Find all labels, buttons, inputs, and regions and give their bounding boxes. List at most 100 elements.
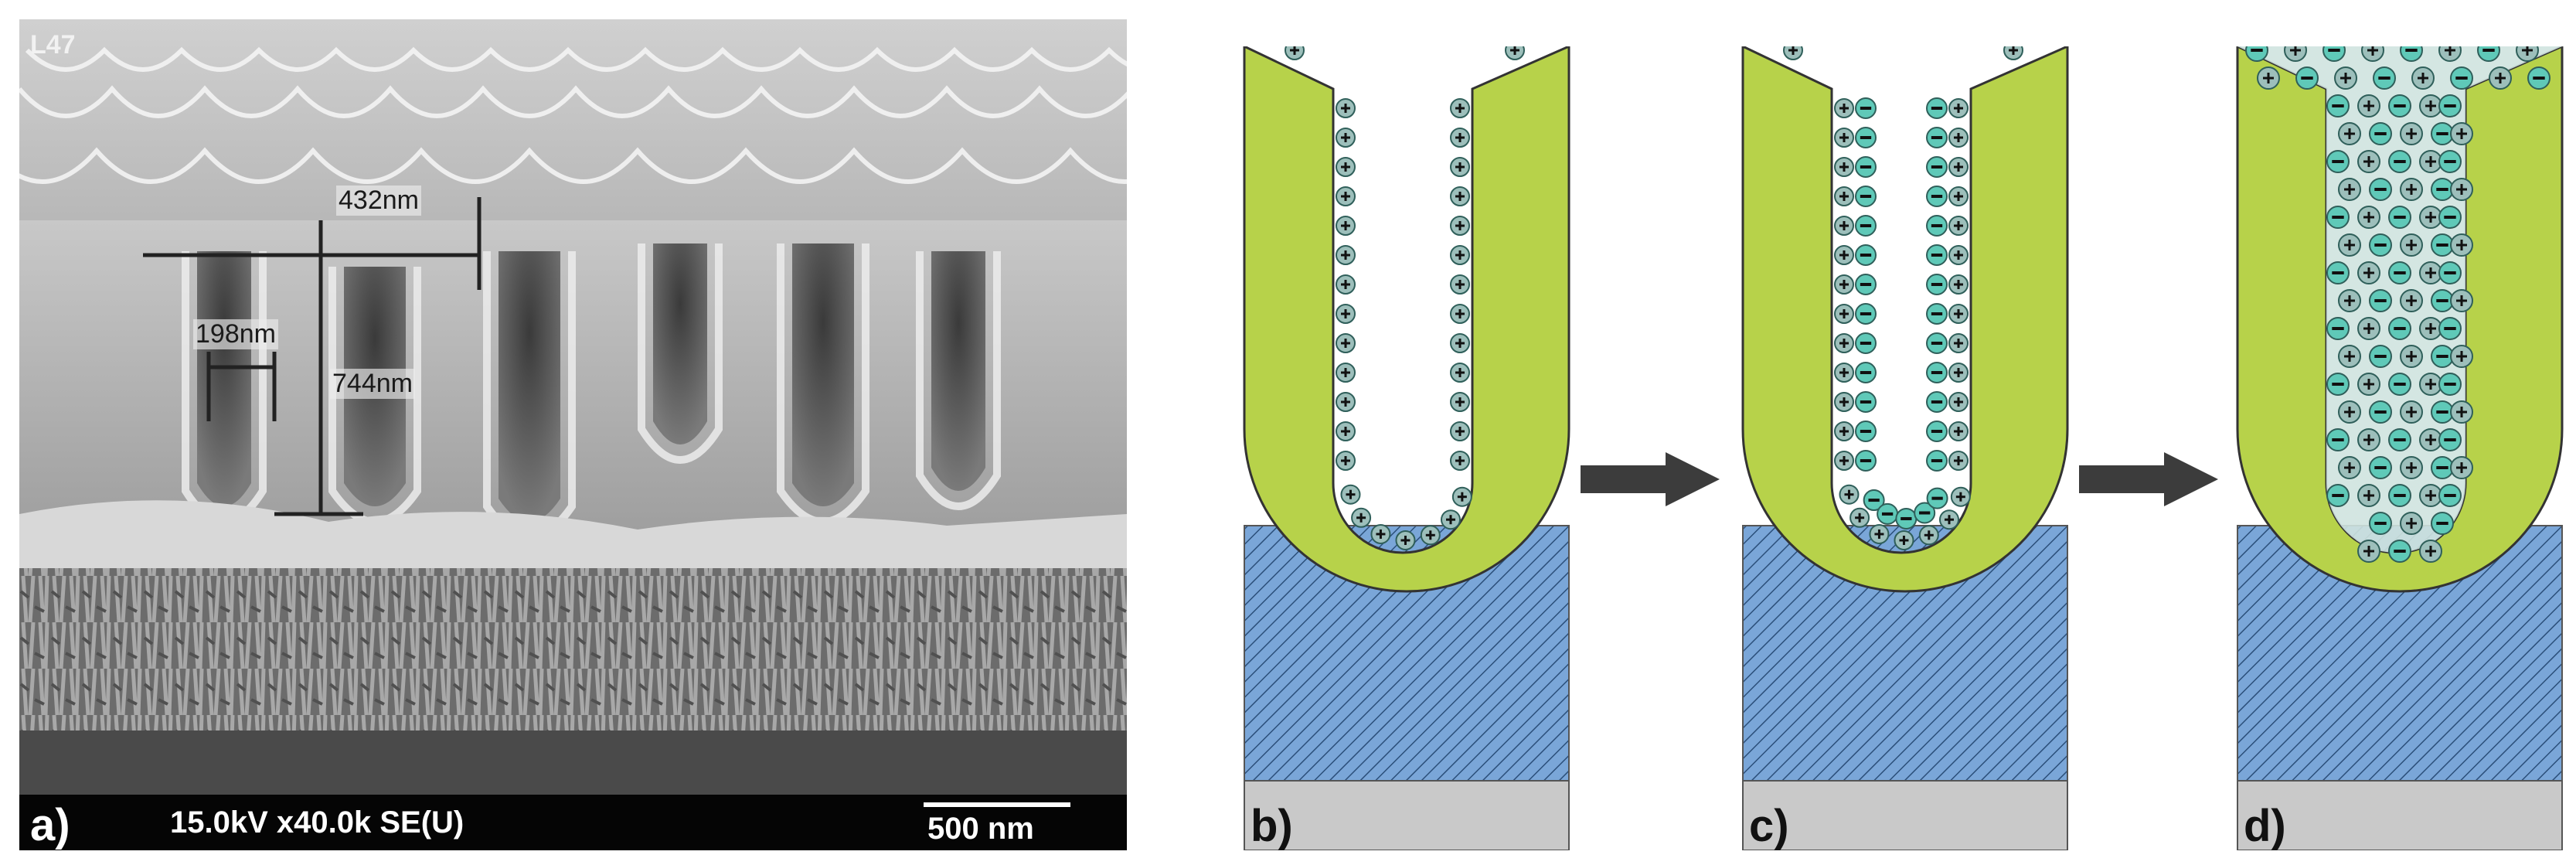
anion-minus-icon xyxy=(2438,428,2462,451)
cation-plus-icon xyxy=(2400,512,2423,535)
cation-plus-icon xyxy=(1336,245,1356,265)
cation-plus-icon xyxy=(2419,261,2442,284)
anion-minus-icon xyxy=(2388,373,2411,396)
cation-plus-icon xyxy=(2338,233,2361,257)
anion-minus-icon xyxy=(1926,156,1948,178)
anion-minus-icon xyxy=(2369,122,2392,145)
anion-minus-icon xyxy=(1863,489,1885,512)
cation-plus-icon xyxy=(2357,317,2380,340)
cation-plus-icon xyxy=(1450,363,1470,383)
cation-plus-icon xyxy=(2450,456,2473,479)
cation-plus-icon xyxy=(1336,392,1356,412)
cation-plus-icon xyxy=(1336,98,1356,118)
anion-minus-icon xyxy=(2388,540,2411,563)
scale-bar-label: 500 nm xyxy=(927,812,1034,846)
panel-label-b: b) xyxy=(1251,801,1293,851)
anion-minus-icon xyxy=(2388,261,2411,284)
anion-minus-icon xyxy=(2431,345,2454,368)
anion-minus-icon xyxy=(1877,502,1899,525)
anion-minus-icon xyxy=(1926,215,1948,237)
anion-minus-icon xyxy=(1855,303,1877,325)
anion-minus-icon xyxy=(1926,450,1948,472)
cation-plus-icon xyxy=(1336,451,1356,471)
cation-plus-icon xyxy=(1948,421,1969,441)
cation-plus-icon xyxy=(2450,345,2473,368)
cation-plus-icon xyxy=(2361,46,2384,62)
anion-minus-icon xyxy=(2388,150,2411,173)
cation-plus-icon xyxy=(2419,373,2442,396)
cation-plus-icon xyxy=(1938,509,1959,530)
anion-minus-icon xyxy=(2326,373,2350,396)
ion-layer xyxy=(1783,46,2023,550)
anion-minus-icon xyxy=(2369,289,2392,312)
cation-plus-icon xyxy=(1336,304,1356,324)
schematic-panel-c: c) xyxy=(1735,46,2075,851)
cation-plus-icon xyxy=(1834,98,1854,118)
cation-plus-icon xyxy=(1783,46,1803,60)
cation-plus-icon xyxy=(2357,206,2380,229)
anion-minus-icon xyxy=(2438,373,2462,396)
cation-plus-icon xyxy=(1834,304,1854,324)
cation-plus-icon xyxy=(1948,363,1969,383)
anion-minus-icon xyxy=(2431,289,2454,312)
cation-plus-icon xyxy=(1395,530,1416,550)
cation-plus-icon xyxy=(1948,451,1969,471)
cation-plus-icon xyxy=(1450,157,1470,177)
anion-minus-icon xyxy=(1855,274,1877,295)
anion-minus-icon xyxy=(1855,97,1877,119)
anion-minus-icon xyxy=(1926,97,1948,119)
cation-plus-icon xyxy=(1450,128,1470,148)
cation-plus-icon xyxy=(2489,66,2512,90)
cation-plus-icon xyxy=(2450,178,2473,201)
anion-minus-icon xyxy=(2369,400,2392,424)
anion-minus-icon xyxy=(2431,178,2454,201)
anion-minus-icon xyxy=(1926,332,1948,354)
anion-minus-icon xyxy=(1855,332,1877,354)
anion-minus-icon xyxy=(2369,456,2392,479)
cation-plus-icon xyxy=(1440,509,1461,530)
anion-minus-icon xyxy=(2438,317,2462,340)
sem-texture xyxy=(19,19,1127,800)
cation-plus-icon xyxy=(2516,46,2539,62)
anion-minus-icon xyxy=(2295,66,2319,90)
panel-label-d: d) xyxy=(2244,801,2286,851)
anion-minus-icon xyxy=(1895,507,1918,530)
anion-minus-icon xyxy=(1855,244,1877,266)
anion-minus-icon xyxy=(2431,400,2454,424)
sem-info-bar: a) 15.0kV x40.0k SE(U) 500 nm xyxy=(19,795,1127,850)
anion-minus-icon xyxy=(2369,345,2392,368)
anion-minus-icon xyxy=(1855,391,1877,413)
anion-minus-icon xyxy=(2431,512,2454,535)
cation-plus-icon xyxy=(2438,46,2462,62)
cation-plus-icon xyxy=(1948,304,1969,324)
cation-plus-icon xyxy=(1370,523,1391,544)
cation-plus-icon xyxy=(2338,345,2361,368)
cation-plus-icon xyxy=(2357,484,2380,507)
anion-minus-icon xyxy=(2369,512,2392,535)
cation-plus-icon xyxy=(1450,421,1470,441)
cation-plus-icon xyxy=(2450,289,2473,312)
anion-minus-icon xyxy=(2431,456,2454,479)
anion-minus-icon xyxy=(2450,66,2473,90)
cation-plus-icon xyxy=(1948,186,1969,206)
cation-plus-icon xyxy=(2411,66,2435,90)
cation-plus-icon xyxy=(1839,484,1860,505)
cation-plus-icon xyxy=(2334,66,2357,90)
anion-minus-icon xyxy=(2326,94,2350,117)
cation-plus-icon xyxy=(1336,421,1356,441)
anion-minus-icon xyxy=(2438,484,2462,507)
anion-minus-icon xyxy=(2326,428,2350,451)
cation-plus-icon xyxy=(2357,261,2380,284)
schematic-panel-b: b) xyxy=(1237,46,1577,851)
cation-plus-icon xyxy=(1948,157,1969,177)
arrow-right-icon xyxy=(1581,452,1720,510)
cation-plus-icon xyxy=(1450,186,1470,206)
cation-plus-icon xyxy=(1285,46,1305,60)
cation-plus-icon xyxy=(1450,333,1470,353)
cation-plus-icon xyxy=(1849,507,1870,528)
anion-minus-icon xyxy=(1926,391,1948,413)
tube-diagram-c xyxy=(1741,46,2069,850)
anion-minus-icon xyxy=(1926,487,1948,509)
anion-minus-icon xyxy=(1855,215,1877,237)
cation-plus-icon xyxy=(2003,46,2023,60)
